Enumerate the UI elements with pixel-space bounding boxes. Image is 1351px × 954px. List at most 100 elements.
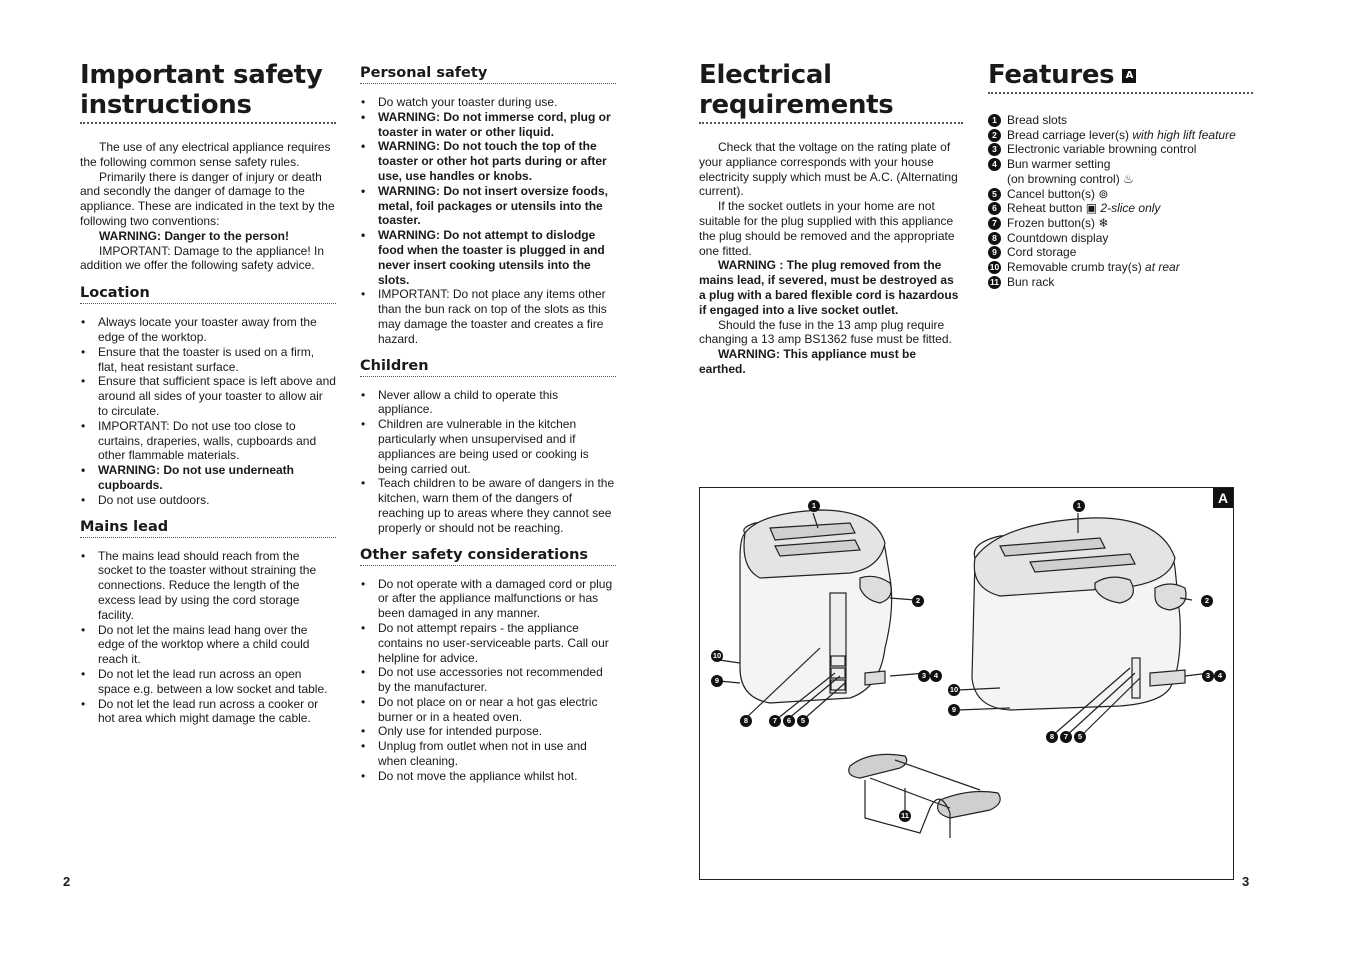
number-badge-icon: 4 [988,158,1001,172]
number-badge-icon: 9 [988,246,1001,260]
page-number-right: 3 [1242,874,1250,889]
list-item: Do not use outdoors. [80,493,336,508]
list-item: WARNING: Do not use underneath cupboards… [80,463,336,493]
electrical-title: Electrical requirements [699,60,963,120]
number-badge-icon: 11 [988,275,1001,289]
personal-list: Do watch your toaster during use. WARNIN… [360,95,616,347]
number-badge-icon: 1 [988,114,1001,127]
safety-column-2: Personal safety Do watch your toaster du… [360,64,616,794]
electrical-paragraph-1: Check that the voltage on the rating pla… [699,140,958,199]
number-badge-icon: 6 [988,202,1001,216]
feature-text: Bun warmer setting [1007,157,1111,172]
feature-text: Cord storage [1007,245,1077,260]
callout-number-icon: 9 [948,704,960,716]
feature-note: with high lift feature [1132,127,1236,142]
children-list: Never allow a child to operate this appl… [360,388,616,536]
list-item: The mains lead should reach from the soc… [80,549,336,623]
feature-text: Bread slots [1007,113,1068,127]
figure-a-label: A [1213,488,1233,508]
location-heading: Location [80,285,150,302]
list-item: Never allow a child to operate this appl… [360,388,616,418]
number-badge-icon: 5 [988,187,1001,201]
feature-text: Bread carriage lever(s) [1007,127,1133,142]
feature-note: 2-slice only [1100,201,1161,216]
callout-number-icon: 3 [918,670,930,682]
list-item: WARNING: Do not touch the top of the toa… [360,139,616,183]
feature-item: 10 Removable crumb tray(s) at rear [988,260,1253,275]
features-divider [988,92,1253,94]
children-divider [360,375,616,377]
list-item: WARNING: Do not attempt to dislodge food… [360,228,616,287]
electrical-warning-2: WARNING: This appliance must be earthed. [699,347,917,376]
intro-paragraph-1: The use of any electrical appliance requ… [80,140,331,169]
list-item: IMPORTANT: Do not use too close to curta… [80,419,336,463]
list-item: Do not let the lead run across an open s… [80,667,336,697]
other-list: Do not operate with a damaged cord or pl… [360,577,616,784]
personal-heading: Personal safety [360,65,488,81]
callout-number-icon: 2 [912,595,924,607]
number-badge-icon: 7 [988,216,1001,230]
feature-text: Electronic variable browning control [1007,142,1197,157]
title-line-1: Important safety [80,60,323,90]
intro-paragraph-2: Primarily there is danger of injury or d… [80,169,335,228]
electrical-title-line-2: requirements [699,90,894,120]
other-heading: Other safety considerations [360,546,589,563]
feature-text: Reheat button ▣ [1007,201,1101,216]
callout-number-icon: 9 [711,675,723,687]
mains-heading: Mains lead [80,518,169,535]
feature-note: at rear [1145,260,1180,275]
feature-text: Cancel button(s) ⊚ [1007,186,1109,201]
features-column: Features A 1 Bread slots 2 Bread carriage l… [988,58,1253,289]
electrical-warning-1: WARNING : The plug removed from the main… [699,258,959,317]
callout-number-icon: 8 [1046,731,1058,743]
list-item: Children are vulnerable in the kitchen p… [360,417,616,476]
callout-number-icon: 3 [1202,670,1214,682]
callout-number-icon: 4 [1214,670,1226,682]
feature-text: Countdown display [1007,230,1109,245]
callout-number-icon: 7 [1060,731,1072,743]
number-badge-icon: 10 [988,261,1001,275]
features-title-text: Features [988,60,1115,90]
callout-number-icon: 1 [808,500,820,512]
page-number-left: 2 [63,874,71,889]
callout-number-icon: 8 [740,715,752,727]
location-divider [80,303,336,305]
list-item: WARNING: Do not insert oversize foods, m… [360,184,616,228]
page-title: Important safety instructions [80,60,336,120]
personal-divider [360,83,616,84]
list-item: Do watch your toaster during use. [360,95,616,110]
list-item: IMPORTANT: Do not place any items other … [360,287,616,346]
safety-column-1: Important safety instructions The use of… [80,58,336,736]
list-item: Do not let the mains lead hang over the … [80,623,336,667]
feature-item: 3 Electronic variable browning control [988,142,1253,157]
mains-divider [80,536,336,538]
electrical-paragraph-2: If the socket outlets in your home are n… [699,199,955,258]
electrical-column: Electrical requirements Check that the v… [699,58,963,377]
callout-number-icon: 7 [769,715,781,727]
features-list: 1 Bread slots 2 Bread carriage lever(s) wi… [988,113,1253,289]
list-item: Always locate your toaster away from the… [80,315,336,345]
feature-item: 9 Cord storage [988,245,1253,260]
list-item: Do not move the appliance whilst hot. [360,769,616,784]
feature-item: 6 Reheat button ▣ 2-slice only [988,201,1253,216]
figure-a-badge-icon: A [1122,68,1137,83]
electrical-title-line-1: Electrical [699,60,832,90]
callout-number-icon: 5 [1074,731,1086,743]
feature-text: Removable crumb tray(s) [1007,260,1146,275]
list-item: Ensure that the toaster is used on a fir… [80,345,336,375]
callout-number-icon: 10 [711,650,723,662]
location-list: Always locate your toaster away from the… [80,315,336,507]
number-badge-icon: 2 [988,128,1001,142]
list-item: Unplug from outlet when not in use and w… [360,739,616,769]
list-item: Do not attempt repairs - the appliance c… [360,621,616,665]
title-line-2: instructions [80,90,252,120]
number-badge-icon: 3 [988,143,1001,157]
callout-number-icon: 5 [797,715,809,727]
list-item: Do not let the lead run across a cooker … [80,697,336,727]
callout-number-icon: 2 [1201,595,1213,607]
list-item: Do not operate with a damaged cord or pl… [360,577,616,621]
